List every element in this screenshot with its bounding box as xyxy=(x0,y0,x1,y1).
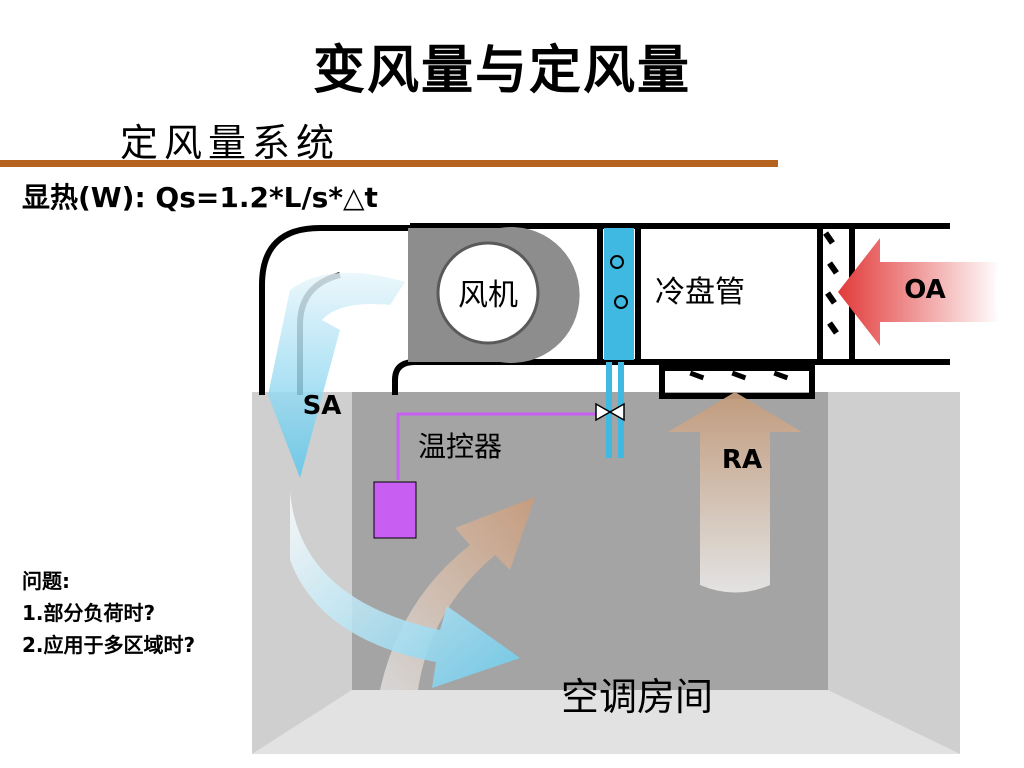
outside-air-arrow: OA xyxy=(838,238,1000,346)
sa-arrow-upper xyxy=(268,272,405,478)
oa-arrow-shape xyxy=(838,238,1000,346)
slide-title: 变风量与定风量 xyxy=(312,41,691,101)
supply-air-arrow: SA xyxy=(268,272,520,688)
coil-housing xyxy=(635,223,823,365)
thermostat-box xyxy=(373,481,417,539)
questions-heading: 问题: xyxy=(22,569,70,593)
ra-arrow-shape xyxy=(668,392,802,593)
question-item: 2.应用于多区域时? xyxy=(22,633,196,657)
slide-subtitle: 定风量系统 xyxy=(120,121,341,165)
coil-water-column xyxy=(604,228,634,360)
cooling-coil: 冷盘管 xyxy=(604,228,745,458)
coil-tube xyxy=(614,295,628,309)
return-grille-slats xyxy=(689,370,789,381)
ra-label: RA xyxy=(722,445,762,475)
room-right-wall xyxy=(828,392,960,754)
fan: 风机 xyxy=(408,226,580,363)
room-label: 空调房间 xyxy=(561,675,713,719)
duct-inner-corner xyxy=(392,359,416,395)
coil-tube xyxy=(610,255,624,269)
control-valve-icon xyxy=(595,402,625,422)
sa-label: SA xyxy=(303,391,342,421)
divider-rule xyxy=(0,160,778,167)
oa-label: OA xyxy=(904,275,946,305)
questions-block: 问题: 1.部分负荷时? 2.应用于多区域时? xyxy=(22,565,195,661)
thermostat: 温控器 xyxy=(373,402,625,539)
return-air-arrow: RA xyxy=(668,392,802,593)
sensible-heat-formula: 显热(W): Qs=1.2*L/s*△t xyxy=(22,181,378,214)
coil-pipe xyxy=(606,362,612,458)
fan-label: 风机 xyxy=(458,278,518,313)
question-item: 1.部分负荷时? xyxy=(22,601,156,625)
coil-label: 冷盘管 xyxy=(655,275,745,310)
intake-louvers xyxy=(823,231,839,335)
room-floor xyxy=(252,690,960,754)
thermostat-label: 温控器 xyxy=(418,430,502,463)
fan-wheel xyxy=(436,241,540,345)
sa-arrow-lower xyxy=(290,492,520,688)
control-wire xyxy=(396,412,596,480)
supply-duct-bend xyxy=(259,225,410,395)
